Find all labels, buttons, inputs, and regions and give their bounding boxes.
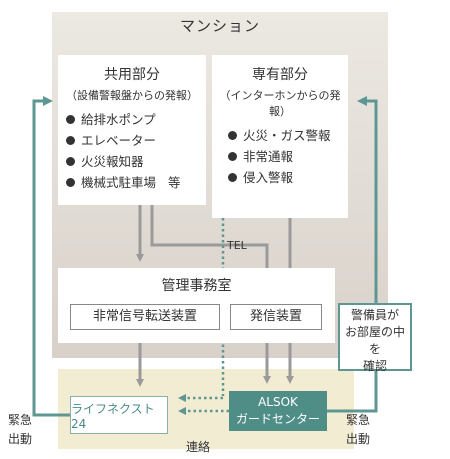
- renraku-label: 連絡: [186, 440, 211, 454]
- private-item: 非常通報: [228, 146, 348, 167]
- guard-check-line: 確認: [362, 359, 387, 373]
- management-office-box: 管理事務室 非常信号転送装置 発信装置: [58, 268, 335, 343]
- common-item: 給排水ポンプ: [66, 109, 206, 130]
- guard-center-label: ガードセンター: [235, 412, 320, 426]
- emergency-dispatch-right: 緊急 出動: [346, 413, 371, 446]
- alsok-label: ALSOK: [258, 395, 298, 409]
- common-area-title: 共用部分: [104, 67, 160, 83]
- private-area-title: 専有部分: [252, 67, 308, 83]
- mansion-title: マンション: [179, 17, 260, 35]
- alsok-guard-center-box: ALSOK ガードセンター: [229, 391, 327, 431]
- lifenext-24-box: ライフネクスト 24: [70, 396, 168, 434]
- kyoyo-to-alsok-line: [150, 205, 269, 268]
- emergency-dispatch-left: 緊急 出動: [8, 413, 33, 446]
- common-item: エレベーター: [66, 130, 206, 151]
- bullet-icon: [66, 115, 75, 124]
- transmitter-device: 発信装置: [230, 304, 322, 330]
- private-item: 火災・ガス警報: [228, 125, 348, 146]
- common-items-suffix: 等: [168, 175, 181, 190]
- signal-transfer-device: 非常信号転送装置: [70, 304, 220, 330]
- kinkyu-right-arrow-up: [357, 96, 378, 303]
- management-office-title: 管理事務室: [161, 278, 232, 294]
- common-item: 機械式駐車場等: [66, 172, 206, 193]
- kinkyu-right-arrow: [327, 371, 378, 413]
- bullet-icon: [66, 157, 75, 166]
- lifenext-24-label: ライフネクスト 24: [71, 401, 155, 431]
- guard-check-line: 警備員が: [350, 308, 399, 322]
- private-area-subtitle: （インターホンからの発報）: [219, 89, 341, 118]
- bullet-icon: [66, 136, 75, 145]
- common-area-subtitle: （設備警報盤からの発報）: [66, 89, 198, 102]
- private-item: 侵入警報: [228, 167, 348, 188]
- tel-label: TEL: [227, 239, 247, 252]
- kinkyu-left-arrow: [32, 96, 70, 417]
- bullet-icon: [228, 131, 237, 140]
- private-area-box: 専有部分 （インターホンからの発報） 火災・ガス警報 非常通報 侵入警報: [212, 55, 348, 218]
- guard-check-line: お部屋の中を: [344, 325, 405, 356]
- guard-check-box: 警備員が お部屋の中を 確認: [338, 303, 412, 373]
- bullet-icon: [228, 152, 237, 161]
- bullet-icon: [228, 173, 237, 182]
- common-item: 火災報知器: [66, 151, 206, 172]
- bullet-icon: [66, 178, 75, 187]
- common-area-box: 共用部分 （設備警報盤からの発報） 給排水ポンプ エレベーター 火災報知器 機械…: [58, 55, 206, 205]
